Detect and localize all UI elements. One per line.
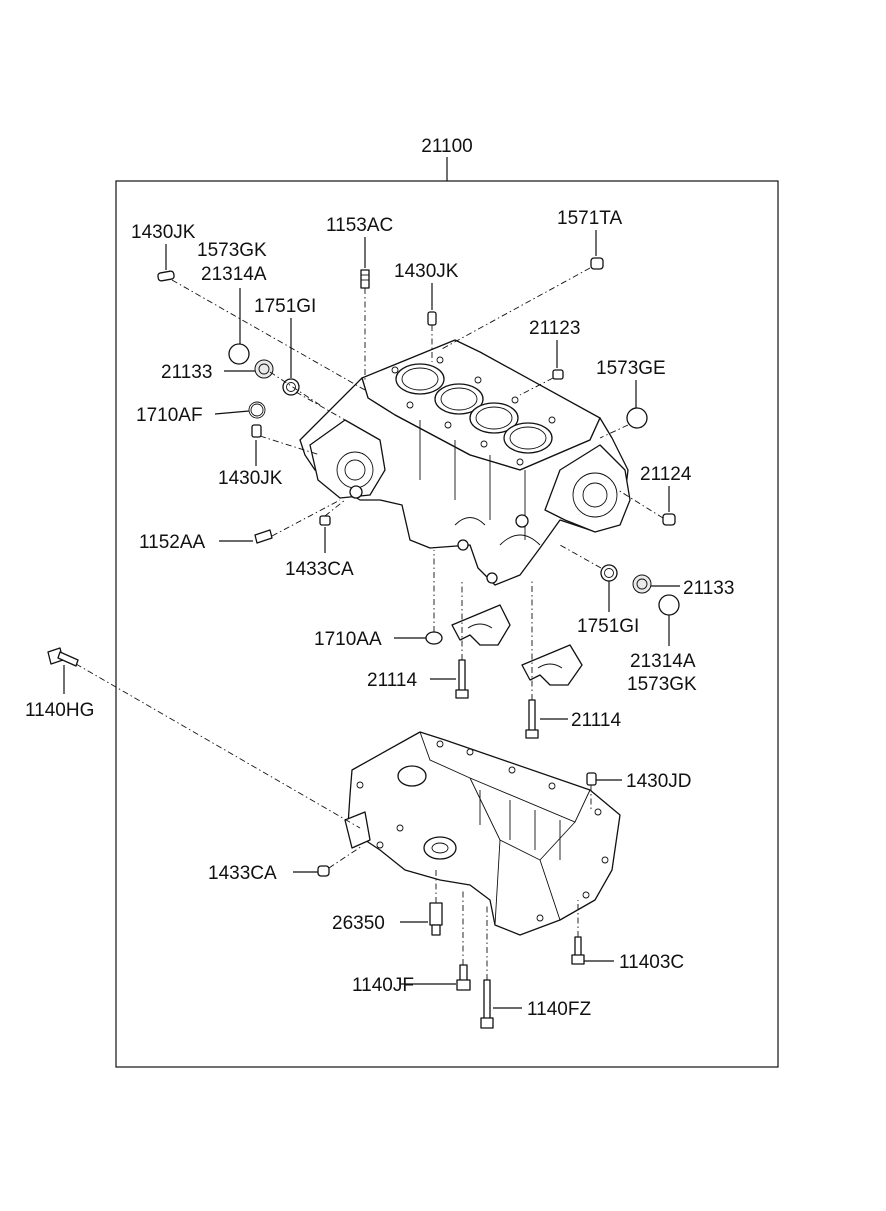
seal-cap-21314A-1573GK-right-icon [658, 594, 680, 616]
bolt-11403C-icon [571, 936, 585, 965]
plug-1571TA-icon [590, 257, 604, 270]
plug-1433CA-upper-icon [319, 515, 331, 526]
label-1430JK-top-left: 1430JK [131, 222, 196, 243]
assembly-frame [115, 157, 779, 1068]
label-21133-left: 21133 [161, 362, 212, 383]
label-1140FZ: 1140FZ [527, 999, 591, 1020]
label-1430JK-left: 1430JK [218, 468, 283, 489]
label-1573GK-right: 1573GK [627, 674, 697, 695]
cylinder-block-drawing [299, 339, 631, 586]
stud-1153AC-icon [360, 269, 370, 289]
dowel-pin-1430JK-top-icon [427, 311, 437, 326]
label-1751GI-right: 1751GI [577, 616, 639, 637]
plug-21133-left-icon [254, 359, 274, 379]
label-1751GI-left: 1751GI [254, 296, 316, 317]
bearing-cap-rear-icon [521, 644, 583, 686]
label-1573GE: 1573GE [596, 358, 666, 379]
dowel-pin-1430JK-top-left-icon [157, 270, 175, 282]
label-1433CA-lower: 1433CA [208, 863, 277, 884]
label-1573GK-left: 1573GK [197, 240, 267, 261]
label-1710AA: 1710AA [314, 629, 382, 650]
label-11403C: 11403C [619, 952, 684, 973]
oil-pressure-switch-26350-icon [429, 902, 443, 936]
label-1430JK-top: 1430JK [394, 261, 459, 282]
bolt-21114-front-icon [455, 659, 469, 699]
label-21314A-left: 21314A [201, 264, 267, 285]
bolt-1140FZ-icon [480, 979, 494, 1029]
dowel-pin-1430JD-icon [586, 772, 597, 786]
label-26350: 26350 [332, 913, 385, 934]
seal-cap-1573GE-icon [626, 407, 648, 429]
dowel-pin-1430JK-left-icon [251, 424, 262, 438]
assembly-number-label: 21100 [421, 136, 472, 157]
label-1430JD: 1430JD [626, 771, 692, 792]
label-21114-front: 21114 [367, 670, 417, 691]
oring-1751GI-left-icon [282, 378, 300, 396]
bolt-21114-rear-icon [525, 699, 539, 739]
lower-case-drawing [344, 731, 621, 936]
part-labels: 1430JK 1573GK 21314A 1153AC 1430JK 1571T… [25, 208, 734, 1020]
bearing-cap-front-icon [451, 604, 511, 646]
bolt-1140JF-icon [456, 964, 471, 991]
label-1153AC: 1153AC [326, 215, 393, 236]
block-small-parts [157, 257, 680, 739]
label-1433CA-upper: 1433CA [285, 559, 354, 580]
label-1152AA: 1152AA [139, 532, 206, 553]
label-21114-rear: 21114 [571, 710, 621, 731]
dowel-pin-21124-icon [662, 513, 676, 526]
plug-1433CA-lower-icon [317, 865, 330, 877]
leader-lines [63, 230, 680, 1009]
seal-cap-1573GK-21314A-left-icon [228, 343, 250, 365]
label-21123: 21123 [529, 318, 580, 339]
label-1140HG: 1140HG [25, 700, 94, 721]
locator-lines [75, 267, 664, 980]
plug-21133-right-icon [632, 574, 652, 594]
oring-1710AF-icon [248, 401, 266, 419]
lower-case-small-parts [47, 647, 597, 1029]
label-1710AF: 1710AF [136, 405, 203, 426]
label-21314A-right: 21314A [630, 651, 696, 672]
oring-1751GI-right-icon [600, 564, 618, 582]
bolt-1140HG-icon [47, 647, 79, 667]
label-21133-right: 21133 [683, 578, 734, 599]
oring-1710AA-icon [425, 631, 443, 645]
label-1571TA: 1571TA [557, 208, 622, 229]
label-21124: 21124 [640, 464, 692, 485]
label-1140JF: 1140JF [352, 975, 414, 996]
bolt-1152AA-icon [254, 529, 273, 544]
plug-21123-icon [552, 369, 564, 380]
